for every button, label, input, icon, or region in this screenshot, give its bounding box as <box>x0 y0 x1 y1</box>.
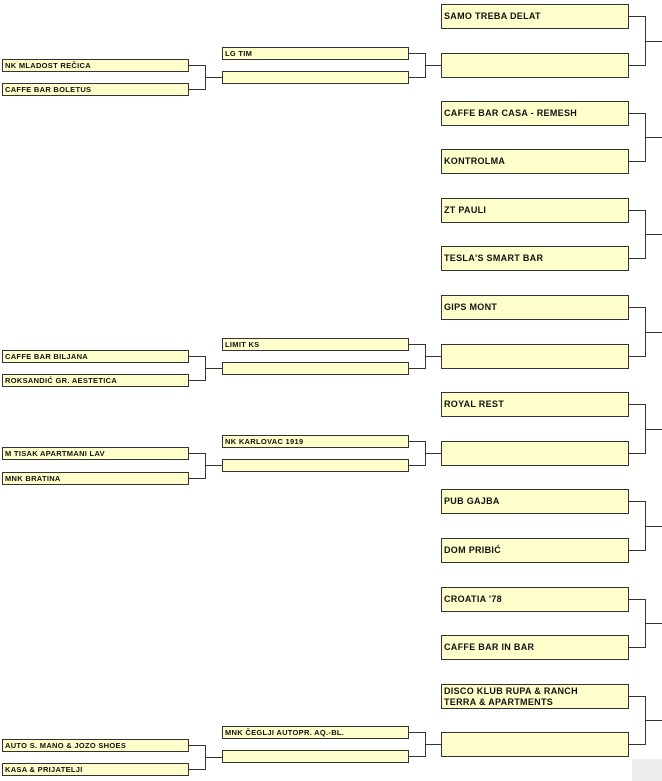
connector <box>205 757 222 758</box>
round2-slot-3: LIMIT KS <box>222 338 409 351</box>
connector <box>205 77 222 78</box>
connector <box>645 234 662 235</box>
connector <box>629 65 645 66</box>
connector <box>205 453 206 479</box>
connector <box>629 210 645 211</box>
connector <box>629 550 645 551</box>
connector <box>645 720 662 721</box>
round1-slot-5: M TISAK APARTMANI LAV <box>2 447 189 460</box>
round3-slot-1: SAMO TREBA DELAT <box>441 4 629 29</box>
round3-slot-9: ROYAL REST <box>441 392 629 417</box>
connector <box>425 744 442 745</box>
round3-slot-5: ZT PAULI <box>441 198 629 223</box>
round3-slot-16 <box>441 732 629 757</box>
connector <box>189 478 205 479</box>
connector <box>629 647 645 648</box>
round3-slot-13: CROATIA '78 <box>441 587 629 612</box>
connector <box>189 380 205 381</box>
connector <box>425 356 442 357</box>
round1-slot-1: NK MLADOST REČICA <box>2 59 189 72</box>
connector <box>629 453 645 454</box>
round3-slot-10 <box>441 441 629 466</box>
round3-slot-2 <box>441 53 629 78</box>
connector <box>425 453 442 454</box>
connector <box>409 732 425 733</box>
round1-slot-8: KASA & PRIJATELJI <box>2 763 189 776</box>
round2-slot-8 <box>222 750 409 763</box>
round2-slot-6 <box>222 459 409 472</box>
connector <box>189 769 205 770</box>
round2-slot-2 <box>222 71 409 84</box>
connector <box>189 65 205 66</box>
connector <box>629 404 645 405</box>
round3-slot-14: CAFFE BAR IN BAR <box>441 635 629 660</box>
connector <box>409 368 425 369</box>
connector <box>409 756 425 757</box>
connector <box>189 453 205 454</box>
round3-slot-12: DOM PRIBIĆ <box>441 538 629 563</box>
round1-slot-4: ROKSANDIĆ GR. AESTETICA <box>2 374 189 387</box>
connector <box>629 744 645 745</box>
round3-slot-11: PUB GAJBA <box>441 489 629 514</box>
connector <box>409 441 425 442</box>
connector <box>205 368 222 369</box>
connector <box>645 137 662 138</box>
connector <box>629 16 645 17</box>
connector <box>409 344 425 345</box>
round2-slot-1: LG TIM <box>222 47 409 60</box>
connector <box>409 465 425 466</box>
connector <box>189 89 205 90</box>
connector <box>189 356 205 357</box>
connector <box>629 501 645 502</box>
connector <box>189 745 205 746</box>
round3-slot-7: GIPS MONT <box>441 295 629 320</box>
round3-slot-8 <box>441 344 629 369</box>
connector <box>629 258 645 259</box>
round2-slot-7: MNK ČEGLJI AUTOPR. AQ.-BL. <box>222 726 409 739</box>
round3-slot-15: DISCO KLUB RUPA & RANCH TERRA & APARTMEN… <box>441 684 629 709</box>
connector <box>409 77 425 78</box>
round3-slot-4: KONTROLMA <box>441 149 629 174</box>
connector <box>425 65 442 66</box>
round1-slot-3: CAFFE BAR BILJANA <box>2 350 189 363</box>
connector <box>629 307 645 308</box>
connector <box>205 465 222 466</box>
round1-slot-7: AUTO S. MANO & JOZO SHOES <box>2 739 189 752</box>
round3-slot-6: TESLA'S SMART BAR <box>441 246 629 271</box>
round2-slot-5: NK KARLOVAC 1919 <box>222 435 409 448</box>
connector <box>629 161 645 162</box>
corner-fill <box>632 759 662 781</box>
connector <box>629 356 645 357</box>
connector <box>629 599 645 600</box>
round1-slot-6: MNK BRATINA <box>2 472 189 485</box>
connector <box>645 623 662 624</box>
connector <box>645 41 662 42</box>
round1-slot-2: CAFFE BAR BOLETUS <box>2 83 189 96</box>
connector <box>629 696 645 697</box>
round3-slot-3: CAFFE BAR CASA - REMESH <box>441 101 629 126</box>
connector <box>645 332 662 333</box>
connector <box>645 526 662 527</box>
round2-slot-4 <box>222 362 409 375</box>
connector <box>409 53 425 54</box>
connector <box>629 113 645 114</box>
connector <box>645 429 662 430</box>
